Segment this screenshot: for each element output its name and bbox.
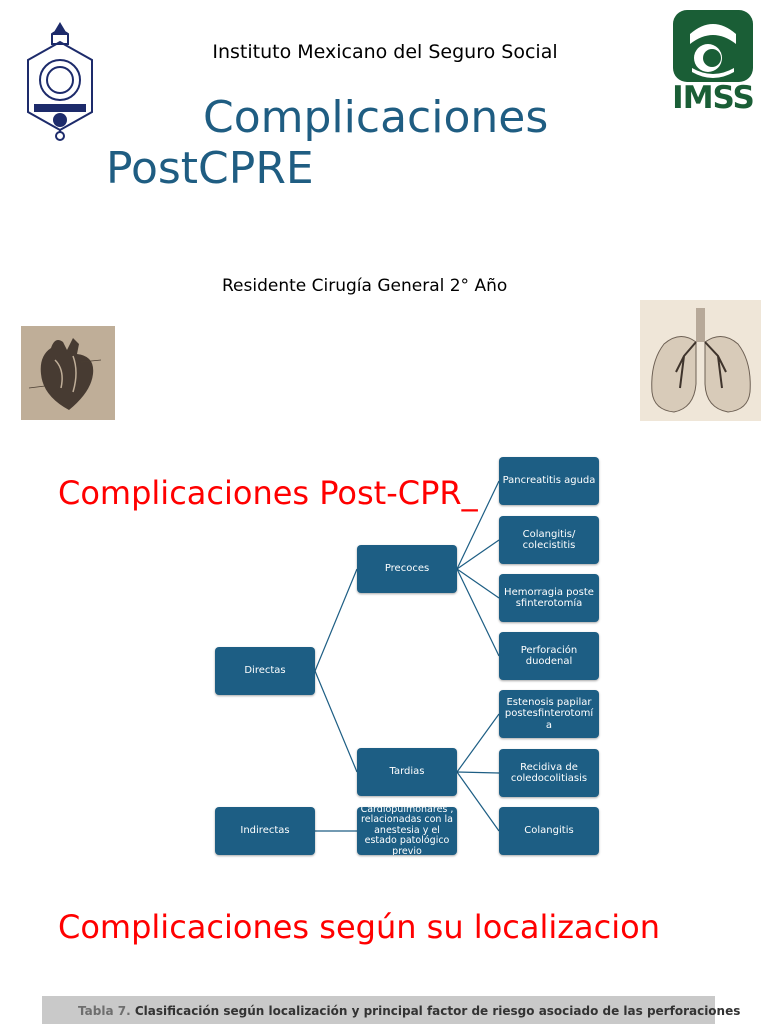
lungs-image bbox=[640, 300, 761, 421]
node-colangitis-colecistitis: Colangitis/ colecistitis bbox=[499, 516, 599, 564]
title-line-1: Complicaciones bbox=[203, 92, 549, 143]
table-caption: Tabla 7. Clasificación según localizació… bbox=[78, 1004, 740, 1018]
node-indirectas: Indirectas bbox=[215, 807, 315, 855]
institution-name: Instituto Mexicano del Seguro Social bbox=[212, 41, 558, 63]
node-recidiva: Recidiva de coledocolitiasis bbox=[499, 749, 599, 797]
section-heading-localizacion: Complicaciones según su localizacion bbox=[58, 908, 660, 946]
university-seal-logo bbox=[22, 20, 98, 142]
node-precoces: Precoces bbox=[357, 545, 457, 593]
table-label: Tabla 7. bbox=[78, 1004, 131, 1018]
section-heading-post-cpr: Complicaciones Post-CPR_ bbox=[58, 474, 478, 512]
node-cardiopulmonares: Cardiopulmonares , relacionadas con la a… bbox=[357, 807, 457, 855]
node-hemorragia: Hemorragia postesfinterotomía bbox=[499, 574, 599, 622]
node-estenosis: Estenosis papilar postesfinterotomía bbox=[499, 690, 599, 738]
table-caption-text: Clasificación según localización y princ… bbox=[134, 1004, 741, 1018]
title-line-2: PostCPRE bbox=[106, 143, 314, 194]
table-caption-bar bbox=[42, 996, 715, 1024]
node-directas: Directas bbox=[215, 647, 315, 695]
node-perforacion: Perforación duodenal bbox=[499, 632, 599, 680]
node-pancreatitis: Pancreatitis aguda bbox=[499, 457, 599, 505]
heart-image bbox=[21, 326, 115, 420]
node-tardias: Tardias bbox=[357, 748, 457, 796]
imss-logo: IMSS bbox=[670, 10, 756, 118]
resident-subtitle: Residente Cirugía General 2° Año bbox=[222, 276, 508, 296]
imss-logo-text: IMSS bbox=[672, 80, 755, 116]
node-colangitis: Colangitis bbox=[499, 807, 599, 855]
